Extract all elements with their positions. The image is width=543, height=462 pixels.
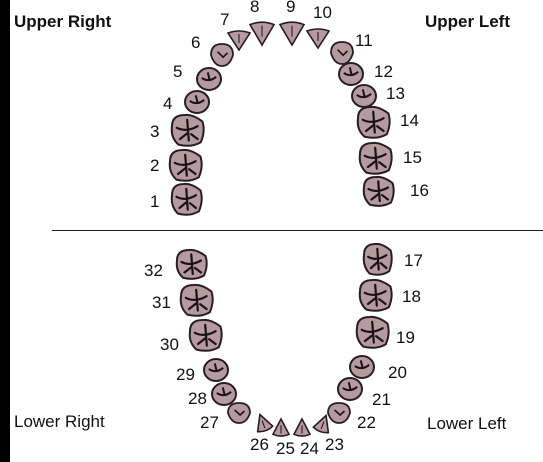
tooth-2 — [168, 148, 203, 182]
tooth-groove — [216, 387, 232, 397]
tooth-number-30: 30 — [160, 335, 179, 354]
tooth-7 — [226, 30, 252, 52]
tooth-groove — [173, 153, 197, 177]
tooth-number-3: 3 — [150, 122, 159, 141]
tooth-number-4: 4 — [163, 94, 172, 113]
tooth-32 — [175, 248, 208, 280]
tooth-20 — [349, 355, 375, 379]
tooth-groove — [217, 51, 229, 59]
tooth-29 — [203, 358, 229, 382]
tooth-groove — [354, 360, 370, 370]
tooth-8 — [248, 21, 276, 47]
tooth-31 — [179, 283, 214, 317]
tooth-number-1: 1 — [150, 192, 159, 211]
tooth-10 — [305, 28, 331, 50]
tooth-groove — [208, 363, 224, 373]
tooth-18 — [358, 278, 393, 312]
tooth-number-25: 25 — [276, 439, 295, 458]
tooth-groove — [234, 409, 246, 417]
tooth-groove — [201, 72, 217, 82]
tooth-number-20: 20 — [388, 363, 407, 382]
tooth-16 — [362, 175, 395, 207]
tooth-5 — [196, 67, 222, 91]
tooth-number-31: 31 — [152, 293, 171, 312]
tooth-groove — [334, 409, 346, 417]
tooth-23 — [312, 413, 330, 434]
tooth-24 — [292, 417, 312, 437]
tooth-number-7: 7 — [220, 10, 229, 29]
tooth-9 — [278, 21, 306, 47]
tooth-26 — [256, 412, 274, 433]
tooth-28 — [211, 382, 237, 406]
tooth-3 — [170, 113, 205, 147]
tooth-1 — [170, 182, 203, 216]
tooth-12 — [338, 62, 364, 86]
lower-left-label: Lower Left — [427, 414, 507, 433]
tooth-groove — [320, 421, 325, 430]
tooth-21 — [337, 377, 363, 401]
tooth-number-6: 6 — [191, 33, 200, 52]
tooth-25 — [271, 417, 291, 437]
tooth-groove — [189, 95, 205, 105]
tooth-number-27: 27 — [200, 413, 219, 432]
tooth-number-16: 16 — [410, 181, 429, 200]
tooth-groove — [360, 320, 384, 344]
tooth-number-5: 5 — [173, 62, 182, 81]
tooth-groove — [363, 146, 387, 170]
tooth-groove — [261, 420, 266, 429]
tooth-crown — [312, 413, 330, 434]
tooth-number-22: 22 — [357, 413, 376, 432]
tooth-4 — [184, 90, 210, 114]
tooth-15 — [358, 141, 393, 175]
tooth-13 — [351, 84, 377, 108]
tooth-number-11: 11 — [355, 31, 373, 50]
tooth-11 — [330, 41, 354, 65]
tooth-number-24: 24 — [300, 439, 319, 458]
tooth-number-19: 19 — [396, 328, 415, 347]
tooth-groove — [175, 187, 198, 211]
tooth-groove — [363, 283, 387, 307]
tooth-crown — [256, 412, 274, 433]
upper-left-label: Upper Left — [425, 12, 510, 31]
tooth-number-17: 17 — [404, 251, 423, 270]
tooth-groove — [342, 382, 358, 392]
tooth-groove — [337, 49, 349, 57]
tooth-number-15: 15 — [403, 148, 422, 167]
tooth-number-8: 8 — [250, 0, 259, 16]
tooth-number-9: 9 — [286, 0, 295, 16]
tooth-number-26: 26 — [250, 435, 269, 454]
tooth-number-28: 28 — [188, 389, 207, 408]
tooth-number-12: 12 — [374, 62, 393, 81]
tooth-groove — [367, 180, 390, 203]
tooth-22 — [327, 402, 351, 424]
tooth-number-10: 10 — [313, 3, 332, 22]
tooth-number-21: 21 — [372, 390, 391, 409]
tooth-14 — [356, 105, 391, 139]
tooth-groove — [175, 118, 199, 142]
arch-divider — [52, 230, 543, 231]
tooth-number-14: 14 — [400, 111, 419, 130]
tooth-number-32: 32 — [144, 261, 163, 280]
tooth-number-18: 18 — [402, 287, 421, 306]
tooth-19 — [355, 315, 390, 349]
tooth-number-2: 2 — [150, 156, 159, 175]
tooth-groove — [184, 288, 208, 312]
tooth-groove — [193, 323, 217, 347]
tooth-30 — [188, 318, 223, 352]
tooth-number-13: 13 — [386, 84, 405, 103]
tooth-27 — [227, 402, 251, 424]
tooth-number-23: 23 — [325, 435, 344, 454]
lower-right-label: Lower Right — [14, 412, 105, 431]
tooth-17 — [362, 242, 393, 276]
upper-right-label: Upper Right — [14, 12, 112, 31]
tooth-chart: Upper Right Upper Left Lower Right Lower… — [10, 0, 543, 462]
tooth-groove — [356, 89, 372, 99]
tooth-groove — [367, 247, 388, 271]
tooth-groove — [361, 110, 385, 134]
tooth-6 — [210, 43, 234, 67]
tooth-groove — [343, 67, 359, 77]
tooth-groove — [180, 253, 203, 276]
tooth-number-29: 29 — [176, 365, 195, 384]
